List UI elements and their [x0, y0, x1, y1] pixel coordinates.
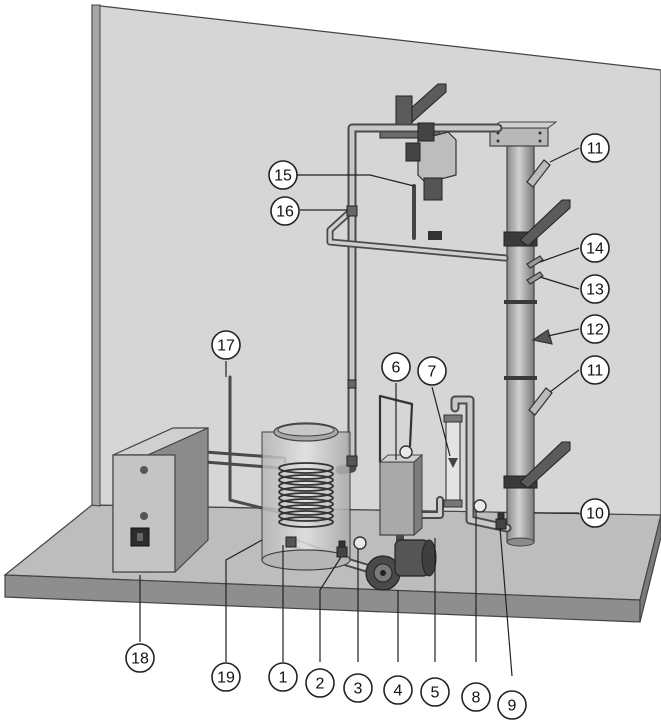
- callout-4: 4: [383, 675, 413, 705]
- callout-8: 8: [461, 682, 491, 712]
- callout-16: 16: [270, 196, 300, 226]
- callout-number: 6: [392, 360, 401, 377]
- callout-number: 11: [587, 363, 604, 380]
- callout-9: 9: [497, 690, 527, 720]
- callout-10: 10: [580, 498, 610, 528]
- callout-number: 2: [316, 676, 325, 693]
- callout-number: 19: [217, 670, 235, 687]
- callout-7: 7: [417, 356, 447, 386]
- flow-meter: [443, 414, 463, 508]
- column-probes: [526, 159, 553, 416]
- callout-number: 18: [131, 651, 149, 668]
- callout-1: 1: [268, 662, 298, 692]
- callout-6: 6: [381, 352, 411, 382]
- callout-number: 3: [354, 681, 363, 698]
- callout-number: 9: [508, 698, 517, 715]
- callout-number: 8: [472, 690, 481, 707]
- callout-number: 1: [279, 670, 288, 687]
- control-box: [112, 427, 209, 573]
- valves: [285, 205, 507, 558]
- callout-number: 14: [586, 241, 604, 258]
- callout-number: 17: [217, 338, 235, 355]
- callout-5: 5: [420, 677, 450, 707]
- supply-tank: [261, 422, 351, 571]
- callout-15: 15: [268, 160, 298, 190]
- callout-number: 15: [274, 168, 292, 185]
- callout-3: 3: [343, 673, 373, 703]
- leader-lines: [139, 147, 580, 677]
- callout-2: 2: [305, 668, 335, 698]
- callout-18: 18: [125, 643, 155, 673]
- callout-number: 12: [586, 322, 604, 339]
- callout-number: 5: [431, 685, 440, 702]
- pump: [365, 539, 437, 591]
- callout-11-10: 11: [580, 133, 610, 163]
- callout-number: 4: [394, 683, 403, 700]
- callout-19: 19: [211, 662, 241, 692]
- callout-number: 10: [586, 506, 604, 523]
- callout-12: 12: [580, 314, 610, 344]
- callout-14: 14: [580, 233, 610, 263]
- callout-11-11: 11: [580, 355, 610, 385]
- callout-13: 13: [580, 274, 610, 304]
- pressure-gauges: [353, 445, 487, 550]
- callout-number: 11: [587, 141, 604, 158]
- callout-number: 7: [428, 364, 437, 381]
- separator-vessel: [378, 453, 424, 537]
- callout-17: 17: [211, 330, 241, 360]
- callout-number: 16: [276, 204, 294, 221]
- callout-number: 13: [586, 282, 604, 299]
- top-valve-assembly: [405, 122, 457, 240]
